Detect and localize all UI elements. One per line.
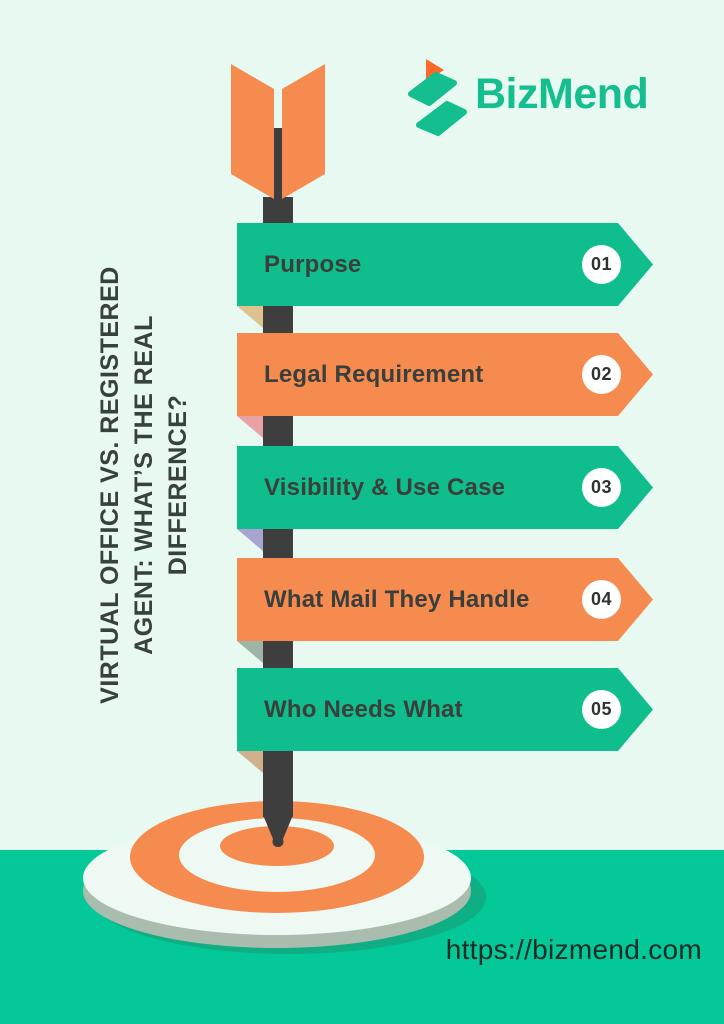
- dart-nib: [263, 815, 293, 839]
- page-title-line-2: AGENT: WHAT’S THE REAL: [130, 315, 158, 655]
- banner-visibility-use-case: Visibility & Use Case 03: [237, 446, 653, 529]
- banner-label: Who Needs What: [264, 695, 463, 723]
- banner-what-mail-they-handle: What Mail They Handle 04: [237, 558, 653, 641]
- logo-bar-bottom-icon: [416, 101, 467, 136]
- step-number-badge: 02: [582, 355, 621, 394]
- fletching-right: [282, 64, 325, 199]
- website-url-link[interactable]: https://bizmend.com: [445, 934, 702, 965]
- banner-legal-requirement: Legal Requirement 02: [237, 333, 653, 416]
- step-number-badge: 04: [582, 580, 621, 619]
- step-number-badge: 01: [582, 245, 621, 284]
- page-title: VIRTUAL OFFICE VS. REGISTERED AGENT: WHA…: [93, 195, 197, 775]
- banner-purpose: Purpose 01: [237, 223, 653, 306]
- banner-label: What Mail They Handle: [264, 585, 530, 613]
- fletching-left: [231, 64, 274, 199]
- banner-label: Visibility & Use Case: [264, 473, 506, 501]
- dart-shaft-thin: [272, 128, 283, 203]
- logo: BizMend: [403, 56, 649, 136]
- banner-label: Purpose: [264, 250, 362, 278]
- banner-who-needs-what: Who Needs What 05: [237, 668, 653, 751]
- brand-name: BizMend: [475, 70, 649, 118]
- bizmend-logo-icon: [408, 59, 467, 136]
- page-title-line-1: VIRTUAL OFFICE VS. REGISTERED: [96, 266, 124, 704]
- step-number-badge: 03: [582, 468, 621, 507]
- logo-bar-top-icon: [408, 72, 457, 106]
- page-title-line-3: DIFFERENCE?: [164, 394, 192, 576]
- step-number-badge: 05: [582, 690, 621, 729]
- banner-label: Legal Requirement: [264, 360, 484, 388]
- dart-tip: [272, 836, 284, 847]
